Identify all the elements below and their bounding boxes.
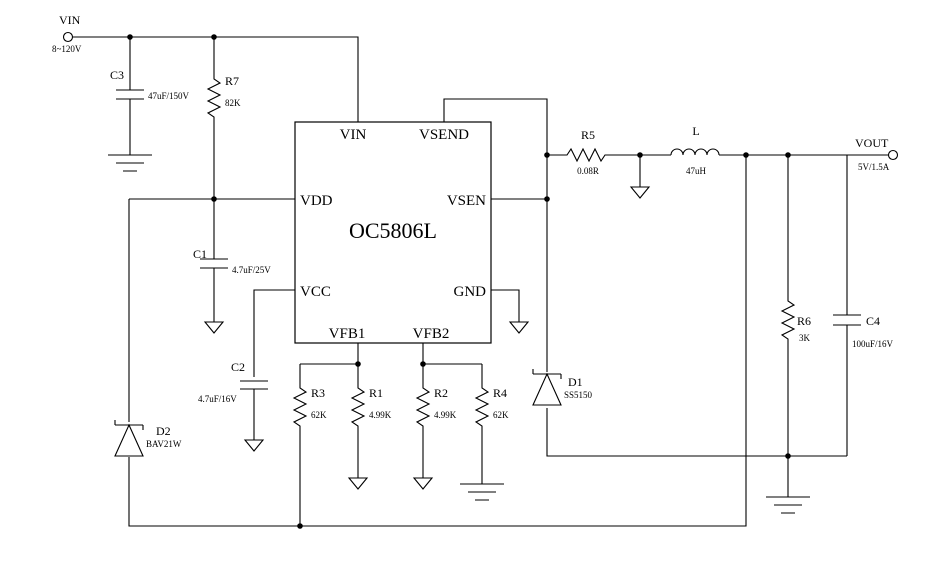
resistor-r6 (780, 295, 796, 348)
pin-label-vfb2: VFB2 (413, 326, 450, 342)
resistor-r2 (415, 382, 431, 432)
pin-label-vfb1: VFB1 (329, 326, 366, 342)
resistor-r3 (292, 382, 308, 432)
diode-d2 (114, 420, 144, 457)
ic-part-number: OC5806L (349, 218, 437, 243)
r3-ref: R3 (311, 386, 325, 400)
pin-label-vin: VIN (340, 127, 367, 143)
vout-label: VOUT (855, 136, 889, 150)
ground-r5 (629, 186, 651, 199)
c1-ref: C1 (193, 247, 207, 261)
ground-output (766, 496, 810, 514)
pin-label-gnd: GND (454, 284, 487, 300)
r7-value: 82K (225, 98, 241, 108)
ground-c1 (203, 321, 225, 334)
ground-r2 (412, 477, 434, 490)
d1-ref: D1 (568, 375, 583, 389)
r2-ref: R2 (434, 386, 448, 400)
capacitor-c1 (200, 250, 228, 277)
d2-value: BAV21W (146, 439, 182, 449)
vout-terminal (887, 149, 899, 161)
c3-value: 47uF/150V (148, 91, 190, 101)
resistor-r7 (206, 74, 222, 124)
resistor-r5 (562, 147, 612, 163)
inductor-l (670, 148, 720, 156)
c2-value: 4.7uF/16V (198, 394, 237, 404)
c4-ref: C4 (866, 314, 880, 328)
l-ref: L (692, 124, 699, 138)
pin-label-vdd: VDD (300, 193, 333, 209)
wires (73, 36, 889, 527)
c2-ref: C2 (231, 360, 245, 374)
capacitor-c2 (240, 380, 268, 390)
r5-ref: R5 (581, 128, 595, 142)
ground-r1 (347, 477, 369, 490)
d1-value: SS5150 (564, 390, 593, 400)
r5-value: 0.08R (577, 166, 599, 176)
r7-ref: R7 (225, 74, 239, 88)
ic-body (294, 121, 492, 344)
c1-value: 4.7uF/25V (232, 265, 271, 275)
r1-value: 4.99K (369, 410, 392, 420)
r4-value: 62K (493, 410, 509, 420)
ground-c3 (108, 154, 152, 172)
vin-range: 8~120V (52, 44, 82, 54)
d2-ref: D2 (156, 424, 171, 438)
vin-label: VIN (59, 13, 81, 27)
junction-dots (127, 34, 791, 529)
vout-rating: 5V/1.5A (858, 162, 890, 172)
diode-d1 (532, 369, 562, 406)
r6-ref: R6 (797, 314, 811, 328)
vin-terminal (62, 31, 74, 43)
capacitor-c4 (833, 314, 861, 326)
r4-ref: R4 (493, 386, 507, 400)
pin-label-vsend: VSEND (419, 127, 469, 143)
c3-ref: C3 (110, 68, 124, 82)
pin-label-vcc: VCC (300, 284, 331, 300)
ground-gnd-pin (508, 321, 530, 334)
r2-value: 4.99K (434, 410, 457, 420)
l-value: 47uH (686, 166, 707, 176)
r6-value: 3K (799, 333, 811, 343)
ground-r4 (460, 483, 504, 501)
capacitor-c3 (116, 89, 144, 100)
c4-value: 100uF/16V (852, 339, 894, 349)
ground-c2 (243, 439, 265, 452)
resistor-r4 (474, 382, 490, 432)
pin-label-vsen: VSEN (447, 193, 486, 209)
r1-ref: R1 (369, 386, 383, 400)
r3-value: 62K (311, 410, 327, 420)
resistor-r1 (350, 382, 366, 432)
